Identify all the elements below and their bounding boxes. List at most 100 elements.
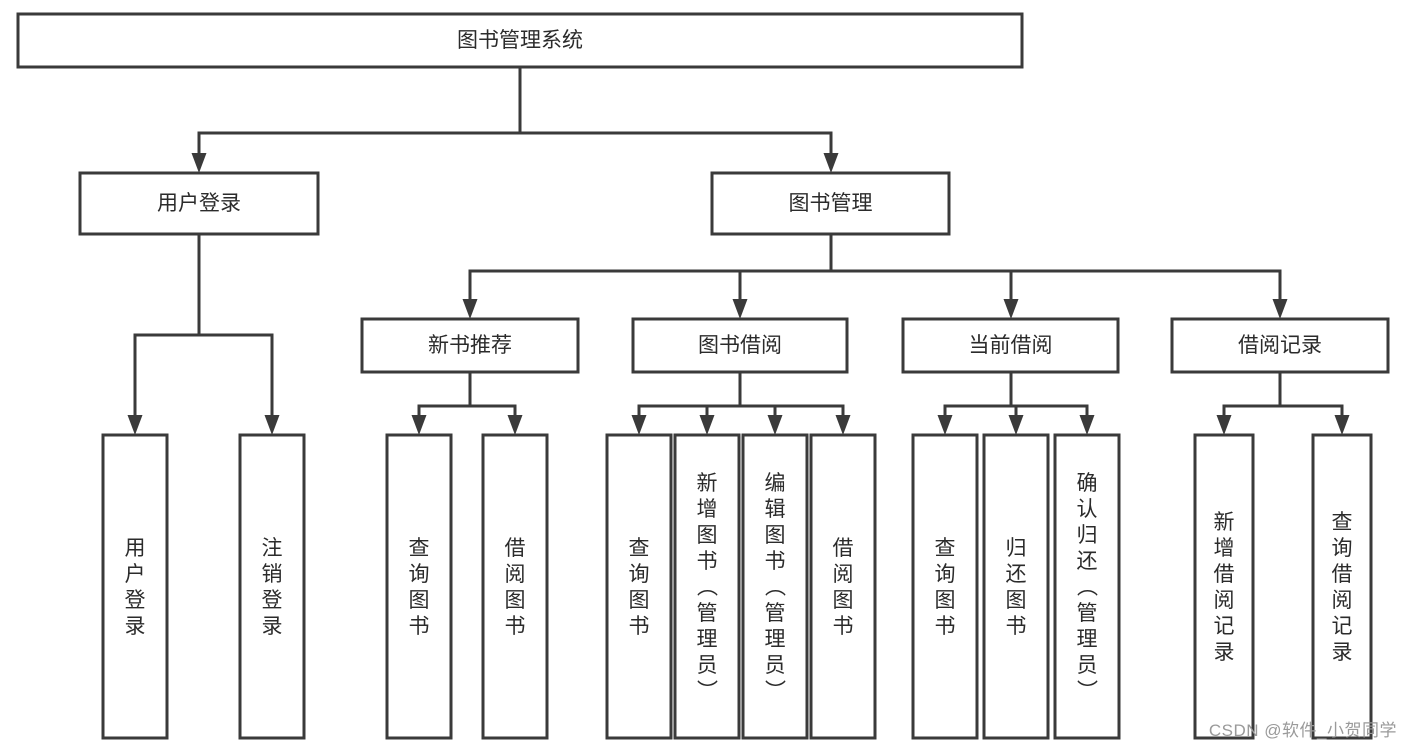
node-label: 图书管理系统 — [457, 29, 583, 52]
node-box[interactable] — [1193, 433, 1255, 740]
arrow-head-icon — [1216, 415, 1232, 435]
arrow-head-icon — [264, 415, 280, 435]
node-box[interactable] — [101, 433, 169, 740]
node-label: 用户登录 — [125, 537, 146, 638]
edge-book-borrow-to-leaf-edit-book — [738, 372, 783, 435]
edge-book-management-to-new-book-recommend — [462, 234, 833, 319]
node-box[interactable] — [673, 433, 741, 740]
connector-line — [1222, 372, 1282, 415]
edge-root-to-user-login — [191, 67, 522, 173]
node-leaf-borrow-book-recommend[interactable]: 借阅图书 — [481, 433, 549, 740]
node-label: 编辑图书（管理员） — [765, 472, 787, 703]
edge-user-login-to-leaf-user-logout — [197, 234, 280, 435]
node-leaf-query-borrow-record[interactable]: 查询借阅记录 — [1311, 433, 1373, 740]
node-label: 新增借阅记录 — [1214, 511, 1235, 664]
node-box[interactable] — [385, 433, 453, 740]
connector-line — [518, 67, 833, 153]
edge-book-borrow-to-leaf-query-book-borrow — [631, 372, 742, 435]
node-label: 归还图书 — [1006, 537, 1027, 638]
arrow-head-icon — [507, 415, 523, 435]
arrow-head-icon — [1334, 415, 1350, 435]
node-box[interactable] — [605, 433, 673, 740]
node-label: 注销登录 — [262, 537, 283, 638]
node-box[interactable] — [360, 317, 580, 374]
node-box[interactable] — [1170, 317, 1390, 374]
node-leaf-query-book-current[interactable]: 查询图书 — [911, 433, 979, 740]
connector-line — [829, 234, 1013, 299]
edge-borrow-record-to-leaf-query-borrow-record — [1278, 372, 1350, 435]
node-box[interactable] — [631, 317, 849, 374]
node-box[interactable] — [982, 433, 1050, 740]
arrow-head-icon — [462, 299, 478, 319]
edge-new-book-recommend-to-leaf-query-book-recommend — [411, 372, 472, 435]
arrow-head-icon — [1003, 299, 1019, 319]
node-box[interactable] — [1053, 433, 1121, 740]
node-box[interactable] — [1311, 433, 1373, 740]
node-leaf-confirm-return[interactable]: 确认归还（管理员） — [1053, 433, 1121, 740]
node-label: 图书管理 — [789, 192, 873, 215]
connector-line — [738, 372, 845, 415]
connector-line — [738, 234, 833, 299]
arrow-head-icon — [732, 299, 748, 319]
node-label: 查询图书 — [629, 537, 650, 638]
node-box[interactable] — [741, 433, 809, 740]
node-box[interactable] — [809, 433, 877, 740]
edge-root-to-book-management — [518, 67, 839, 173]
node-new-book-recommend[interactable]: 新书推荐 — [360, 317, 580, 374]
arrow-head-icon — [1272, 299, 1288, 319]
arrow-head-icon — [411, 415, 427, 435]
node-box[interactable] — [710, 171, 951, 236]
node-label: 借阅记录 — [1238, 334, 1322, 357]
node-leaf-query-book-recommend[interactable]: 查询图书 — [385, 433, 453, 740]
node-root[interactable]: 图书管理系统 — [16, 12, 1024, 69]
connector-line — [829, 234, 1282, 299]
node-user-login[interactable]: 用户登录 — [78, 171, 320, 236]
arrow-head-icon — [823, 153, 839, 173]
node-borrow-record[interactable]: 借阅记录 — [1170, 317, 1390, 374]
connector-line — [468, 234, 833, 299]
edge-borrow-record-to-leaf-add-borrow-record — [1216, 372, 1282, 435]
arrow-head-icon — [835, 415, 851, 435]
node-label: 查询图书 — [409, 537, 430, 638]
node-label: 借阅图书 — [505, 537, 526, 638]
node-leaf-add-borrow-record[interactable]: 新增借阅记录 — [1193, 433, 1255, 740]
connector-line — [197, 234, 274, 415]
node-leaf-add-book[interactable]: 新增图书（管理员） — [673, 433, 741, 740]
node-leaf-return-book[interactable]: 归还图书 — [982, 433, 1050, 740]
arrow-head-icon — [631, 415, 647, 435]
edge-new-book-recommend-to-leaf-borrow-book-recommend — [468, 372, 523, 435]
arrow-head-icon — [937, 415, 953, 435]
connector-layer — [127, 67, 1350, 435]
connector-line — [133, 234, 201, 415]
node-leaf-edit-book[interactable]: 编辑图书（管理员） — [741, 433, 809, 740]
node-label: 查询图书 — [935, 537, 956, 638]
node-leaf-user-logout[interactable]: 注销登录 — [238, 433, 306, 740]
edge-book-management-to-book-borrow — [732, 234, 833, 319]
node-label: 新增图书（管理员） — [697, 472, 719, 703]
node-leaf-user-login[interactable]: 用户登录 — [101, 433, 169, 740]
arrow-head-icon — [699, 415, 715, 435]
node-label: 借阅图书 — [833, 537, 854, 638]
node-box[interactable] — [238, 433, 306, 740]
arrow-head-icon — [1008, 415, 1024, 435]
node-current-borrow[interactable]: 当前借阅 — [901, 317, 1120, 374]
node-box[interactable] — [78, 171, 320, 236]
node-label: 新书推荐 — [428, 334, 512, 357]
node-leaf-borrow-book[interactable]: 借阅图书 — [809, 433, 877, 740]
node-box[interactable] — [16, 12, 1024, 69]
connector-line — [943, 372, 1013, 415]
node-book-management[interactable]: 图书管理 — [710, 171, 951, 236]
node-box[interactable] — [911, 433, 979, 740]
connector-line — [1278, 372, 1344, 415]
node-label: 确认归还（管理员） — [1077, 472, 1099, 703]
node-book-borrow[interactable]: 图书借阅 — [631, 317, 849, 374]
node-leaf-query-book-borrow[interactable]: 查询图书 — [605, 433, 673, 740]
edge-book-borrow-to-leaf-add-book — [699, 372, 742, 435]
edge-book-borrow-to-leaf-borrow-book — [738, 372, 851, 435]
node-box[interactable] — [481, 433, 549, 740]
node-label: 用户登录 — [157, 192, 241, 215]
connector-line — [738, 372, 777, 415]
node-box[interactable] — [901, 317, 1120, 374]
